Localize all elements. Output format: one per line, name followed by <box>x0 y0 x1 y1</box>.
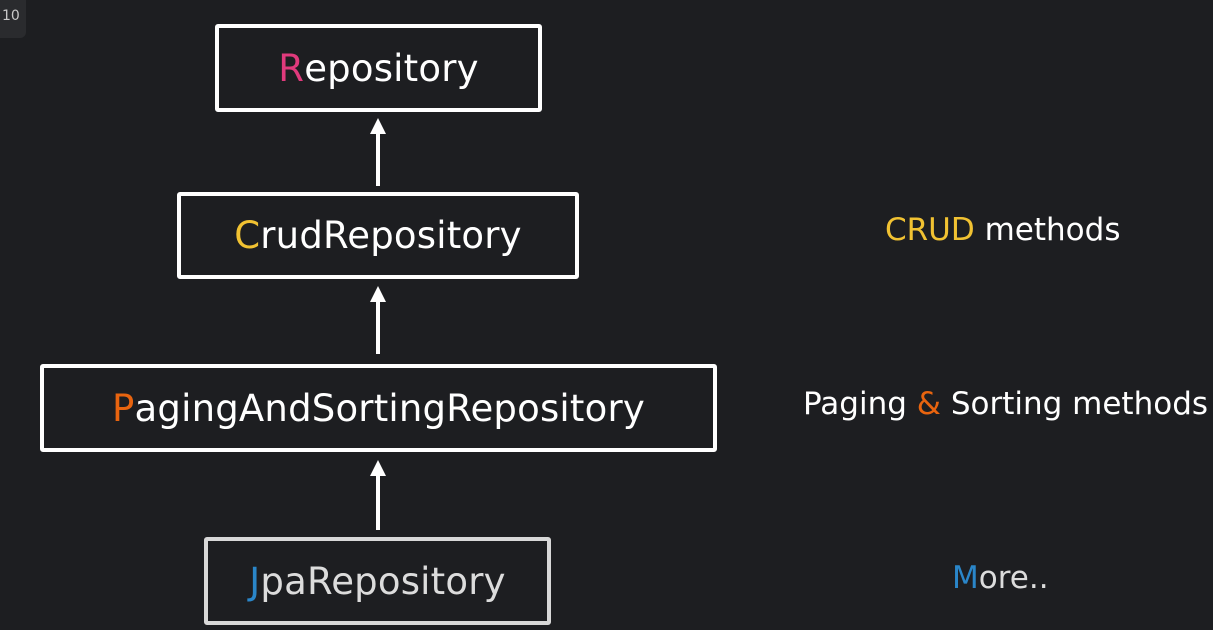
crud-repository-initial: C <box>234 214 261 257</box>
crud-repository-label-rest: rudRepository <box>260 214 522 257</box>
paging-sorting-repository-label-rest: agingAndSortingRepository <box>134 386 645 430</box>
jpa-repository-label-rest: paRepository <box>260 559 506 603</box>
paging-sorting-methods-description: Paging & Sorting methods <box>803 386 1208 422</box>
jpa-repository-initial: J <box>249 559 261 603</box>
more-description: More.. <box>952 560 1049 596</box>
repository-label-rest: epository <box>304 46 479 90</box>
crud-desc-rest: methods <box>974 212 1121 248</box>
crud-desc-accent: CRUD <box>885 212 975 248</box>
more-desc-accent: M <box>952 560 979 596</box>
inheritance-arrow-1 <box>365 118 391 186</box>
crud-methods-description: CRUD methods <box>885 212 1120 248</box>
repository-initial: R <box>278 46 305 90</box>
paging-desc-after: Sorting methods <box>940 386 1209 422</box>
paging-sorting-repository-initial: P <box>112 386 135 430</box>
inheritance-arrow-3 <box>365 460 391 530</box>
paging-desc-accent: & <box>916 386 941 422</box>
slide-number-badge: 10 <box>0 0 26 38</box>
inheritance-arrow-2 <box>365 286 391 354</box>
paging-desc-before: Paging <box>803 386 917 422</box>
more-desc-rest: ore.. <box>978 560 1049 596</box>
